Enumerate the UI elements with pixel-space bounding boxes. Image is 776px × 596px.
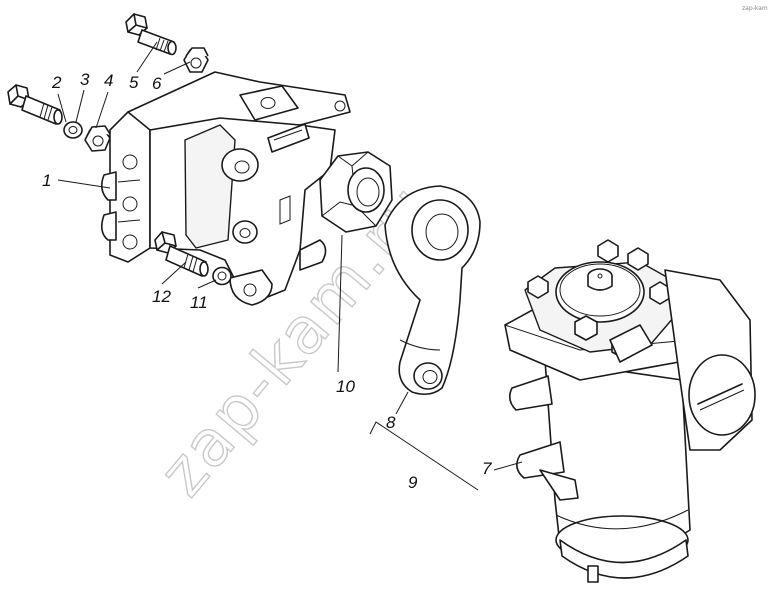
callout-5: 5 bbox=[129, 73, 139, 92]
callout-4: 4 bbox=[104, 71, 113, 90]
bolt-left bbox=[7, 84, 63, 125]
callout-8: 8 bbox=[386, 413, 396, 432]
callout-9: 9 bbox=[408, 473, 418, 492]
callout-2: 2 bbox=[51, 73, 62, 92]
washer-lower bbox=[212, 266, 232, 286]
nut-left bbox=[84, 125, 111, 152]
washer-left bbox=[63, 121, 83, 139]
bolt-top bbox=[125, 13, 177, 56]
corner-mark: zap-kam bbox=[742, 5, 768, 12]
steering-arm bbox=[384, 185, 481, 396]
leader-lines bbox=[57, 41, 523, 491]
callout-1: 1 bbox=[42, 171, 51, 190]
callouts: 1 2 3 4 5 6 7 8 9 10 11 12 bbox=[42, 70, 492, 492]
bolt-lower bbox=[154, 231, 209, 277]
callout-3: 3 bbox=[80, 70, 90, 89]
nut-top bbox=[183, 47, 209, 73]
callout-7: 7 bbox=[482, 459, 492, 478]
bracket bbox=[100, 71, 351, 306]
large-nut bbox=[319, 151, 393, 233]
steering-gear-housing bbox=[504, 239, 756, 583]
callout-6: 6 bbox=[152, 74, 162, 93]
callout-12: 12 bbox=[152, 287, 171, 306]
callout-11: 11 bbox=[190, 293, 208, 312]
callout-10: 10 bbox=[336, 377, 355, 396]
